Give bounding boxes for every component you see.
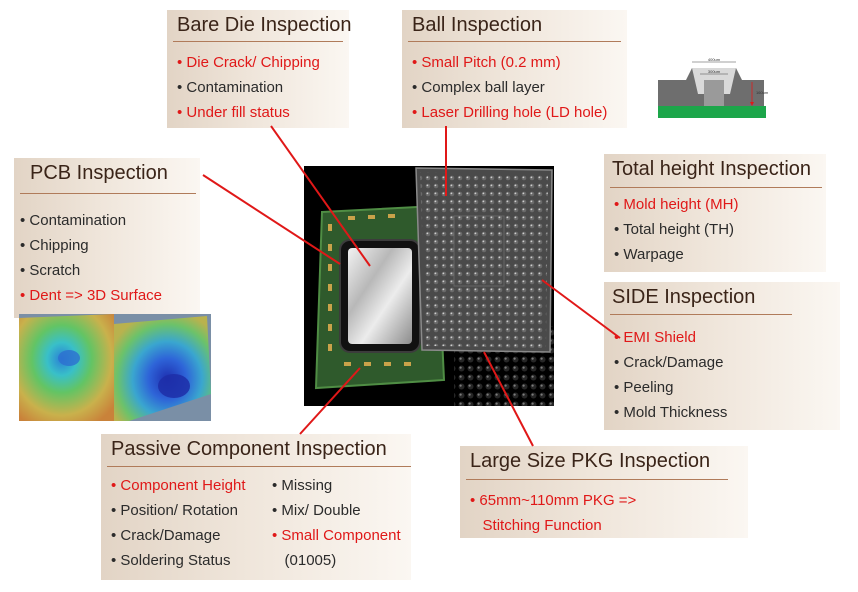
bare-die-item-die-crack: Die Crack/ Chipping <box>177 50 319 75</box>
passive-item-mix: Mix/ Double <box>272 498 401 523</box>
passive-col2: Missing Mix/ Double Small Component (010… <box>272 473 401 573</box>
total-height-item-mold: Mold height (MH) <box>614 192 738 217</box>
passive-divider <box>107 466 411 467</box>
heatmap-left <box>19 314 114 421</box>
heatmap-right-dent <box>158 374 190 398</box>
passive-item-crack: Crack/Damage <box>111 523 246 548</box>
total-height-title: Total height Inspection <box>612 158 812 180</box>
passive-item-small-component: Small Component <box>272 523 400 548</box>
total-height-divider <box>610 187 822 188</box>
total-height-item-total: Total height (TH) <box>614 217 738 242</box>
callout-bare-die <box>270 125 371 267</box>
passive-item-height: Component Height <box>111 473 245 498</box>
heatmap-right <box>114 316 211 421</box>
passive-item-soldering: Soldering Status <box>111 548 246 573</box>
pcb-item-scratch: Scratch <box>20 258 162 283</box>
callout-side <box>541 279 621 339</box>
callout-pcb <box>202 174 341 265</box>
side-item-peeling: Peeling <box>614 375 727 400</box>
profile-height-arrowhead <box>750 102 754 106</box>
profile-dim-mid-label: 300um <box>708 69 721 74</box>
profile-die <box>704 80 724 106</box>
large-pkg-list: 65mm~110mm PKG => Stitching Function <box>470 488 636 538</box>
ball-title: Ball Inspection <box>412 14 543 36</box>
profile-pcb-layer <box>658 106 766 118</box>
ball-item-small-pitch: Small Pitch (0.2 mm) <box>412 50 607 75</box>
side-list: EMI Shield Crack/Damage Peeling Mold Thi… <box>614 325 727 425</box>
bare-die-title: Bare Die Inspection <box>177 14 352 36</box>
side-item-emi-shield: EMI Shield <box>614 325 727 350</box>
bare-die-inspection-box: Bare Die Inspection Die Crack/ Chipping … <box>167 10 352 128</box>
callout-large-pkg <box>483 351 534 447</box>
profile-dim-top-label: 400um <box>708 57 721 62</box>
cross-section-profile: 400um 300um 160um <box>658 57 768 118</box>
substrate-pads <box>328 214 411 366</box>
side-inspection-box: SIDE Inspection EMI Shield Crack/Damage … <box>604 282 840 430</box>
pcb-item-chipping: Chipping <box>20 233 162 258</box>
pcb-title: PCB Inspection <box>30 162 168 184</box>
passive-item-position: Position/ Rotation <box>111 498 246 523</box>
pcb-divider <box>20 193 196 194</box>
chip-package-image <box>304 166 554 406</box>
ball-inspection-box: Ball Inspection Small Pitch (0.2 mm) Com… <box>402 10 627 128</box>
side-title: SIDE Inspection <box>612 286 756 308</box>
pcb-inspection-box: PCB Inspection Contamination Chipping Sc… <box>14 158 200 318</box>
large-pkg-item-stitching: Stitching Function <box>482 517 602 534</box>
profile-dim-side-label: 160um <box>756 90 768 95</box>
large-pkg-title: Large Size PKG Inspection <box>470 450 711 472</box>
passive-item-missing: Missing <box>272 473 401 498</box>
passive-col1: Component Height Position/ Rotation Crac… <box>111 473 246 573</box>
large-pkg-item-size: 65mm~110mm PKG => <box>470 488 636 513</box>
3d-surface-heatmaps <box>19 314 211 421</box>
ball-list: Small Pitch (0.2 mm) Complex ball layer … <box>412 50 607 125</box>
heatmap-left-dent <box>58 350 80 366</box>
total-height-item-warpage: Warpage <box>614 242 738 267</box>
side-item-crack: Crack/Damage <box>614 350 727 375</box>
bare-die-item-under-fill: Under fill status <box>177 100 320 125</box>
callout-passive <box>299 367 361 435</box>
ball-item-complex-layer: Complex ball layer <box>412 75 607 100</box>
total-height-list: Mold height (MH) Total height (TH) Warpa… <box>614 192 738 267</box>
pcb-item-dent: Dent => 3D Surface <box>20 283 162 308</box>
large-pkg-divider <box>466 479 728 480</box>
bare-die <box>348 248 412 344</box>
pcb-list: Contamination Chipping Scratch Dent => 3… <box>20 208 162 308</box>
side-divider <box>610 314 792 315</box>
ball-grid-inner-layer <box>453 215 505 287</box>
ball-divider <box>408 41 621 42</box>
passive-component-inspection-box: Passive Component Inspection Component H… <box>101 434 411 580</box>
side-item-mold-thickness: Mold Thickness <box>614 400 727 425</box>
pcb-item-contamination: Contamination <box>20 208 162 233</box>
total-height-inspection-box: Total height Inspection Mold height (MH)… <box>604 154 826 272</box>
ball-grid-array <box>420 172 548 348</box>
ball-item-ld-hole: Laser Drilling hole (LD hole) <box>412 100 607 125</box>
passive-title: Passive Component Inspection <box>111 438 387 460</box>
bare-die-divider <box>173 41 343 42</box>
bare-die-list: Die Crack/ Chipping Contamination Under … <box>177 50 320 125</box>
passive-item-01005: (01005) <box>284 552 337 569</box>
bare-die-item-contamination: Contamination <box>177 75 320 100</box>
large-pkg-inspection-box: Large Size PKG Inspection 65mm~110mm PKG… <box>460 446 748 538</box>
